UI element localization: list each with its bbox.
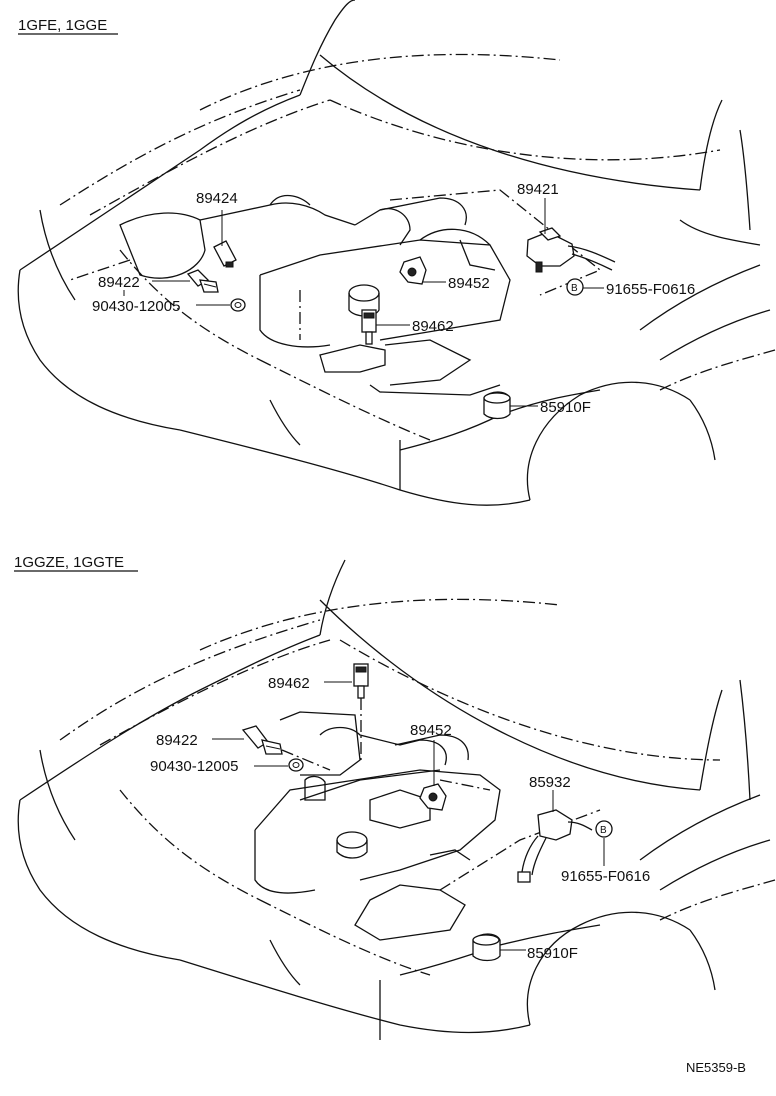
top-part-89421-sensor [526, 227, 616, 273]
top-part-89422-sensor [186, 269, 219, 293]
bottom-label-90430: 90430-12005 [150, 758, 238, 775]
top-body-outline [17, 0, 776, 506]
bottom-section: 1GGZE, 1GGTE [14, 554, 776, 1040]
top-leader-lines [123, 198, 604, 407]
top-label-89452: 89452 [448, 275, 490, 292]
svg-text:B: B [600, 825, 607, 836]
top-engine-label: 1GFE, 1GGE [18, 17, 107, 34]
top-label-89424: 89424 [196, 190, 238, 207]
top-bolt-b-marker: B [566, 278, 584, 296]
top-part-89452-sensor [399, 256, 427, 285]
bottom-label-89422: 89422 [156, 732, 198, 749]
bottom-part-85932-switch [517, 809, 593, 883]
bottom-engine-label: 1GGZE, 1GGTE [14, 554, 124, 571]
bottom-part-85910F-switch [472, 933, 501, 962]
bottom-leader-lines [212, 681, 605, 951]
top-label-89422: 89422 [98, 274, 140, 291]
bottom-part-90430-gasket [288, 758, 304, 772]
bottom-label-85932: 85932 [529, 774, 571, 791]
top-part-89462-sensor [361, 309, 377, 345]
bottom-label-89462: 89462 [268, 675, 310, 692]
top-section: 1GFE, 1GGE [17, 0, 776, 506]
top-part-90430-gasket [230, 298, 246, 312]
top-label-91655: 91655-F0616 [606, 281, 695, 298]
top-label-85910F: 85910F [540, 399, 591, 416]
bottom-engine-block [254, 711, 501, 941]
bottom-label-85910F: 85910F [527, 945, 578, 962]
diagram-reference-number: NE5359-B [686, 1060, 746, 1075]
top-part-85910F-switch [483, 391, 511, 420]
bottom-label-91655: 91655-F0616 [561, 868, 650, 885]
top-label-90430: 90430-12005 [92, 298, 180, 315]
bottom-part-89462-sensor [353, 663, 369, 760]
top-part-89424-sensor [213, 240, 237, 268]
top-engine-block [119, 189, 602, 396]
top-label-89462: 89462 [412, 318, 454, 335]
bottom-part-89422-sensor [241, 725, 331, 771]
top-label-89421: 89421 [517, 181, 559, 198]
bottom-bolt-b-marker: B [595, 820, 613, 838]
svg-text:B: B [571, 283, 578, 294]
bottom-label-89452: 89452 [410, 722, 452, 739]
bottom-part-89452-sensor [419, 783, 447, 811]
bottom-body-outline [17, 559, 776, 1040]
